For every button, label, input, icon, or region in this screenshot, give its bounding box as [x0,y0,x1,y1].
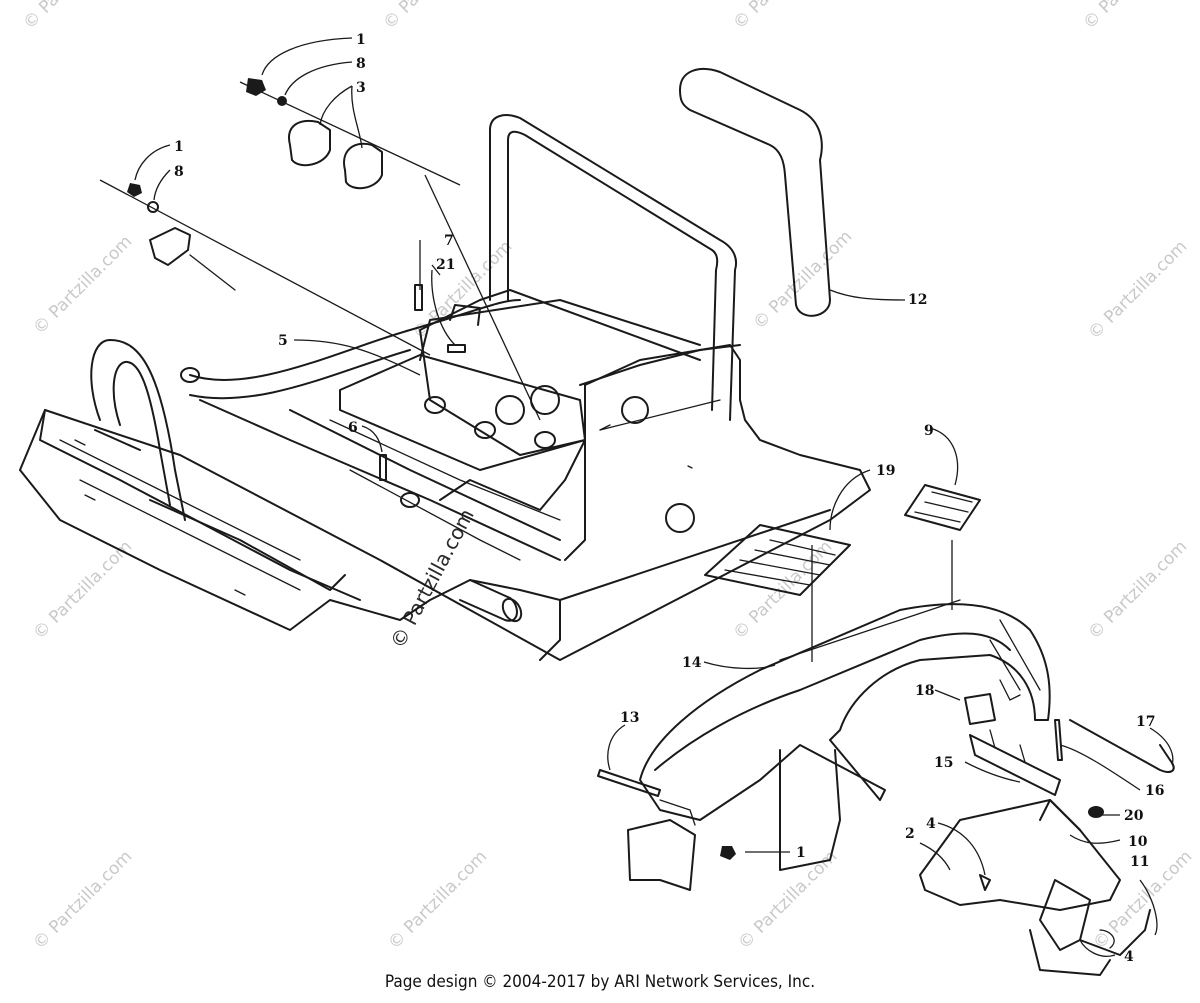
callout-10: 10 [1128,834,1148,850]
callout-9: 9 [924,423,934,439]
callout-14: 14 [682,655,702,671]
hitch-assembly [919,799,1158,976]
callout-7: 7 [444,233,454,249]
callout-1: 1 [796,845,806,861]
watermark: © Partzilla.com [19,0,126,34]
nut-icon [246,78,266,96]
watermark: © Partzilla.com [1084,537,1191,644]
hardware-group-top [99,37,541,421]
leader-5 [293,339,421,376]
callout-5: 5 [278,333,288,349]
callout-20: 20 [1124,808,1144,824]
callout-8: 8 [356,56,366,72]
watermark: © Partzilla.com [384,847,491,954]
watermark: © Partzilla.com [734,847,841,954]
watermark: © Partzilla.com [29,847,136,954]
callout-18: 18 [915,683,934,699]
callout-labels: 1 8 3 1 8 7 21 12 5 6 9 19 14 18 13 17 1… [174,32,1164,965]
bushing-icon [1088,806,1104,818]
part-6-bolt [361,425,387,481]
callout-12: 12 [908,292,927,308]
watermark: © Partzilla.com [29,232,136,339]
part-15-bracket [964,679,1061,796]
shock-mount [534,431,556,449]
callout-19: 19 [876,463,895,479]
watermark: © Partzilla.com [29,537,136,644]
callout-4: 4 [1124,949,1134,965]
backrest-frame [489,114,738,421]
part-13-bolt [597,724,661,797]
part-12-tube [679,68,906,317]
callout-4: 4 [926,816,936,832]
part-16-bolt [1054,719,1141,791]
callout-15: 15 [934,755,953,771]
callout-1: 1 [174,139,184,155]
gauge-hole-left [495,395,525,425]
gauge-hole-side [621,396,649,424]
washer-icon [277,96,287,106]
decal-9 [904,427,981,531]
chassis-frame [19,289,871,661]
rubber-mount-icon [343,142,383,190]
watermark: © Partzilla.com [749,227,856,334]
shock-mount [474,421,496,439]
callout-1: 1 [356,32,366,48]
callout-13: 13 [620,710,639,726]
watermark: © Partzilla.com [1079,0,1186,34]
callout-16: 16 [1145,783,1164,799]
callout-17: 17 [1136,714,1155,730]
callout-8: 8 [174,164,184,180]
watermark: © Partzilla.com [379,0,486,34]
shock-mount [400,492,420,508]
callout-6: 6 [348,420,358,436]
part-14-rear-fender [639,540,1051,871]
part-17-tie-rod [1069,719,1175,773]
callout-21: 21 [436,257,455,273]
nut-icon [720,846,736,860]
nut-icon [127,183,142,197]
callout-3: 3 [356,80,366,96]
watermark-dark: © Partzilla.com [385,505,479,653]
watermark: © Partzilla.com [1084,237,1191,344]
callout-11: 11 [1130,854,1149,870]
footer-copyright: Page design © 2004-2017 by ARI Network S… [384,972,816,992]
rubber-mount-icon [288,120,331,167]
watermark-layer: © Partzilla.com © Partzilla.com © Partzi… [19,0,1196,954]
shock-mount [424,396,446,414]
part-18-reflector [934,689,996,725]
washer-icon [147,201,159,213]
fastener-group-7-21 [414,240,466,353]
mounting-bracket-lower [627,799,790,891]
watermark: © Partzilla.com [729,0,836,34]
callout-2: 2 [905,826,915,842]
watermark: © Partzilla.com [729,537,836,644]
decal-19 [704,469,871,596]
shock-mount [180,367,200,383]
bracket-icon [149,227,191,266]
hole-side-panel [665,503,695,533]
